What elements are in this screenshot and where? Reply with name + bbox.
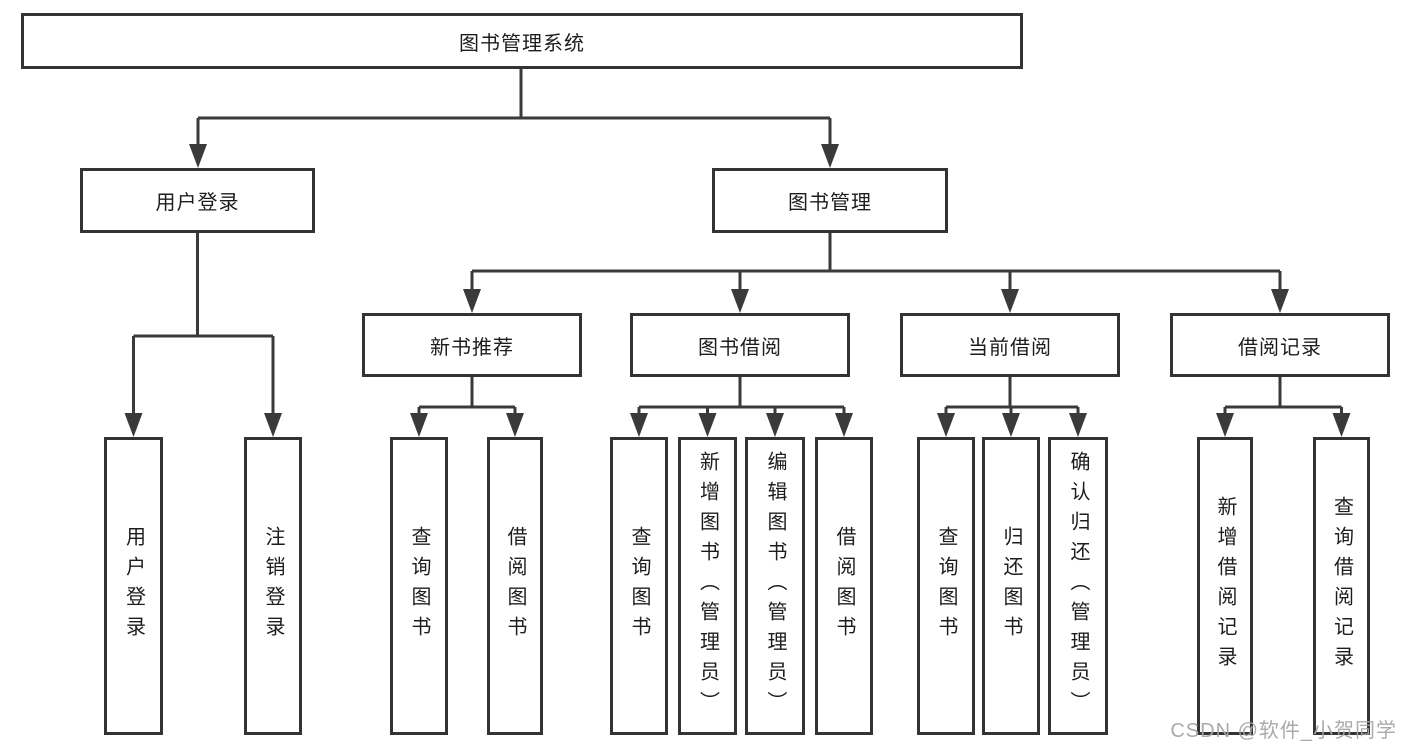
node-label: 编辑图书（管理员） — [764, 451, 786, 721]
node-label: 查询图书 — [408, 526, 430, 646]
leaf-user-login: 用户登录 — [104, 437, 163, 735]
node-label: 确认归还（管理员） — [1067, 451, 1089, 721]
node-label: 新增图书（管理员） — [696, 451, 719, 721]
leaf-query-books-3: 查询图书 — [917, 437, 975, 735]
leaf-return-book: 归还图书 — [982, 437, 1040, 735]
leaf-add-book-admin: 新增图书（管理员） — [678, 437, 737, 735]
node-borrow-records: 借阅记录 — [1170, 313, 1390, 377]
node-label: 图书借阅 — [698, 336, 782, 359]
node-label: 借阅图书 — [833, 526, 855, 646]
node-label: 注销登录 — [262, 526, 284, 646]
leaf-borrow-books-1: 借阅图书 — [487, 437, 543, 735]
node-new-book-recommend: 新书推荐 — [362, 313, 582, 377]
node-book-borrow: 图书借阅 — [630, 313, 850, 377]
node-label: 借阅图书 — [504, 526, 526, 646]
watermark: CSDN @软件_小贺同学 — [1170, 720, 1397, 742]
leaf-add-borrow-record: 新增借阅记录 — [1197, 437, 1253, 735]
node-label: 图书管理 — [788, 192, 872, 214]
node-label: 图书管理系统 — [459, 32, 585, 55]
leaf-query-books-2: 查询图书 — [610, 437, 668, 735]
node-label: 当前借阅 — [968, 336, 1052, 359]
node-label: 查询图书 — [935, 526, 957, 646]
node-label: 查询借阅记录 — [1330, 496, 1353, 676]
node-label: 用户登录 — [155, 192, 240, 214]
node-current-borrow: 当前借阅 — [900, 313, 1120, 377]
leaf-query-borrow-record: 查询借阅记录 — [1313, 437, 1370, 735]
node-label: 借阅记录 — [1238, 336, 1322, 359]
node-user-login-branch: 用户登录 — [80, 168, 315, 233]
node-label: 新增借阅记录 — [1214, 496, 1236, 676]
leaf-confirm-return-admin: 确认归还（管理员） — [1048, 437, 1108, 735]
node-label: 新书推荐 — [430, 336, 514, 359]
leaf-logout: 注销登录 — [244, 437, 302, 735]
node-label: 用户登录 — [122, 526, 145, 646]
node-book-management-branch: 图书管理 — [712, 168, 948, 233]
leaf-borrow-books-2: 借阅图书 — [815, 437, 873, 735]
leaf-edit-book-admin: 编辑图书（管理员） — [745, 437, 805, 735]
leaf-query-books-1: 查询图书 — [390, 437, 448, 735]
node-label: 查询图书 — [628, 526, 650, 646]
node-library-management-system: 图书管理系统 — [21, 13, 1023, 69]
node-label: 归还图书 — [1000, 526, 1022, 646]
